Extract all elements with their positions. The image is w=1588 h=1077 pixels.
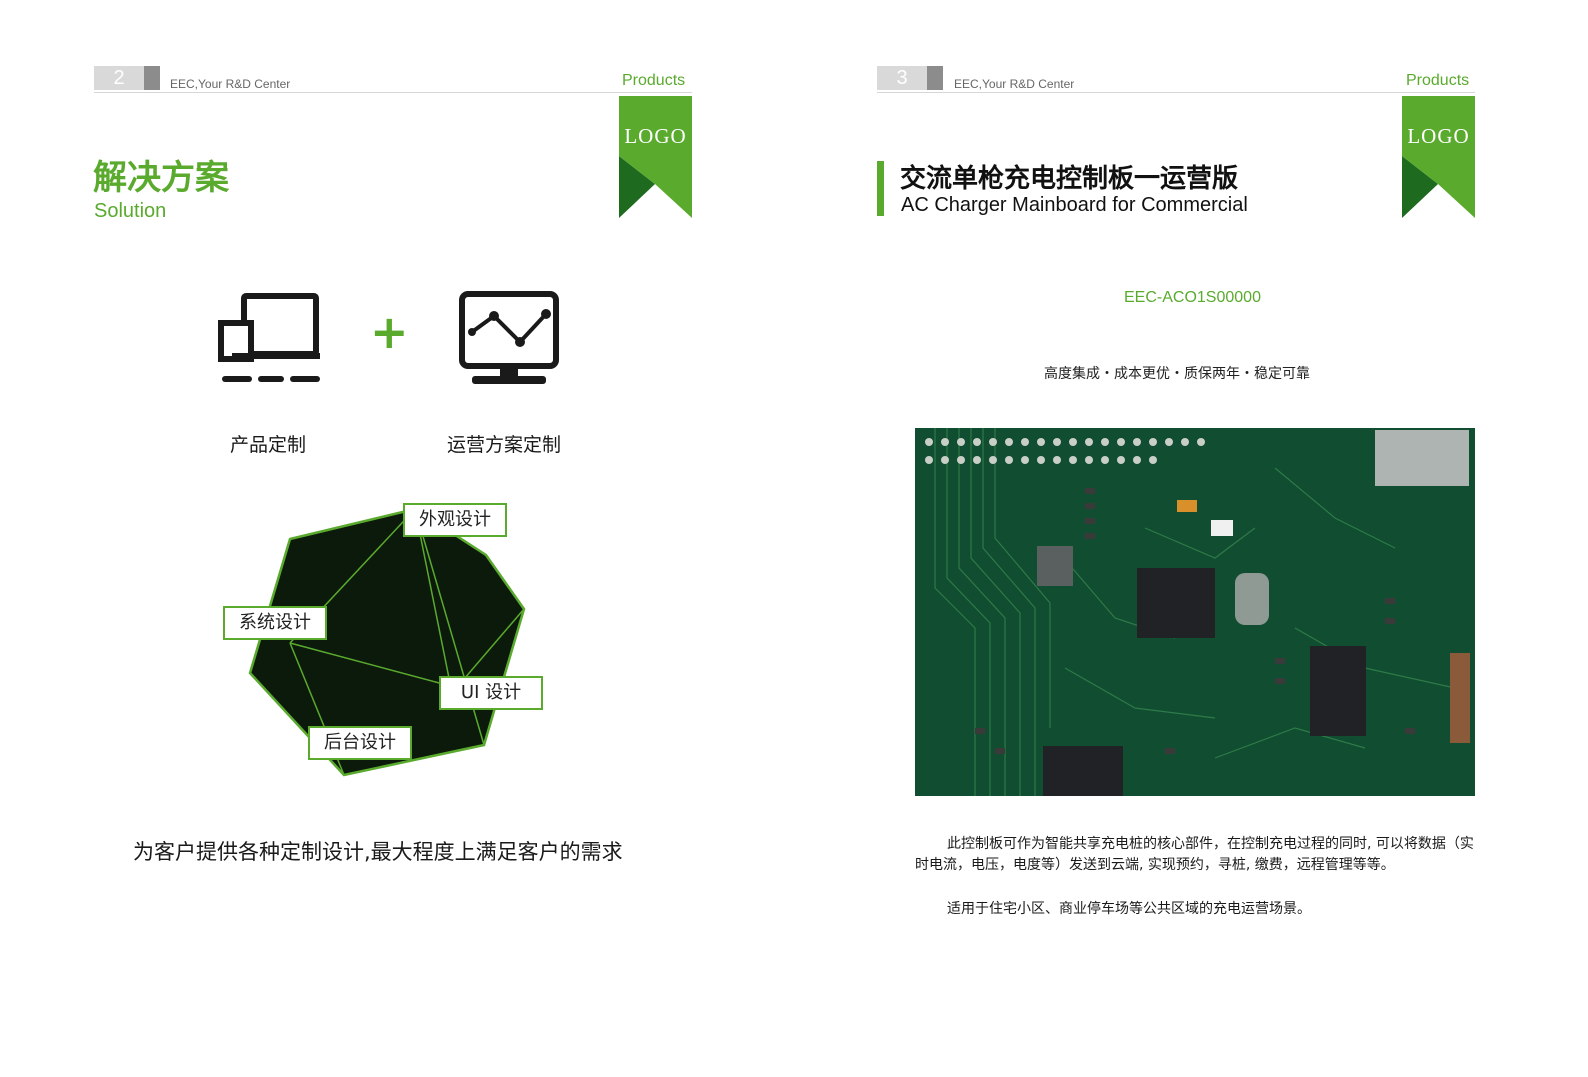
header-divider bbox=[94, 92, 692, 93]
pcb-board-photo bbox=[915, 428, 1475, 796]
logo-text: LOGO bbox=[624, 124, 687, 148]
tag-system-design: 系统设计 bbox=[223, 606, 327, 640]
tag-backend-design: 后台设计 bbox=[308, 726, 412, 760]
logo-ribbon: LOGO bbox=[619, 96, 692, 218]
logo-text: LOGO bbox=[1407, 124, 1470, 148]
product-photo bbox=[915, 428, 1475, 796]
tag-ui-design: UI 设计 bbox=[439, 676, 543, 710]
page-number-tab bbox=[927, 66, 943, 90]
header-text: EEC,Your R&D Center bbox=[170, 77, 291, 91]
products-link[interactable]: Products bbox=[1406, 72, 1470, 89]
ribbon-icon bbox=[1402, 96, 1475, 218]
header-text: EEC,Your R&D Center bbox=[954, 77, 1075, 91]
title-accent-bar bbox=[877, 161, 884, 216]
page-number: 3 bbox=[877, 66, 927, 90]
page-number-tab bbox=[144, 66, 160, 90]
section-title-cn: 解决方案 bbox=[93, 158, 229, 198]
logo-ribbon: LOGO bbox=[1402, 96, 1475, 218]
section-title-en: Solution bbox=[94, 200, 167, 222]
tag-appearance-design: 外观设计 bbox=[403, 503, 507, 537]
description-paragraph-1: 此控制板可作为智能共享充电桩的核心部件，在控制充电过程的同时, 可以将数据（实时… bbox=[915, 836, 1474, 873]
products-link[interactable]: Products bbox=[622, 72, 686, 89]
page-number: 2 bbox=[94, 66, 144, 90]
model-number: EEC-ACO1S00000 bbox=[1124, 289, 1261, 306]
header-divider bbox=[877, 92, 1475, 93]
item-label-product: 产品定制 bbox=[230, 434, 307, 456]
monitor-chart-icon bbox=[458, 290, 560, 390]
footer-statement: 为客户提供各种定制设计,最大程度上满足客户的需求 bbox=[133, 840, 623, 864]
product-title-en: AC Charger Mainboard for Commercial bbox=[901, 194, 1248, 216]
ribbon-icon bbox=[619, 96, 692, 218]
product-title-cn: 交流单枪充电控制板一运营版 bbox=[900, 164, 1239, 194]
item-label-operation: 运营方案定制 bbox=[447, 434, 562, 456]
plus-symbol: + bbox=[370, 305, 409, 359]
devices-icon bbox=[218, 290, 324, 385]
description-paragraph-2: 适用于住宅小区、商业停车场等公共区域的充电运营场景。 bbox=[947, 901, 1311, 917]
feature-line: 高度集成・成本更优・质保两年・稳定可靠 bbox=[1044, 366, 1310, 382]
